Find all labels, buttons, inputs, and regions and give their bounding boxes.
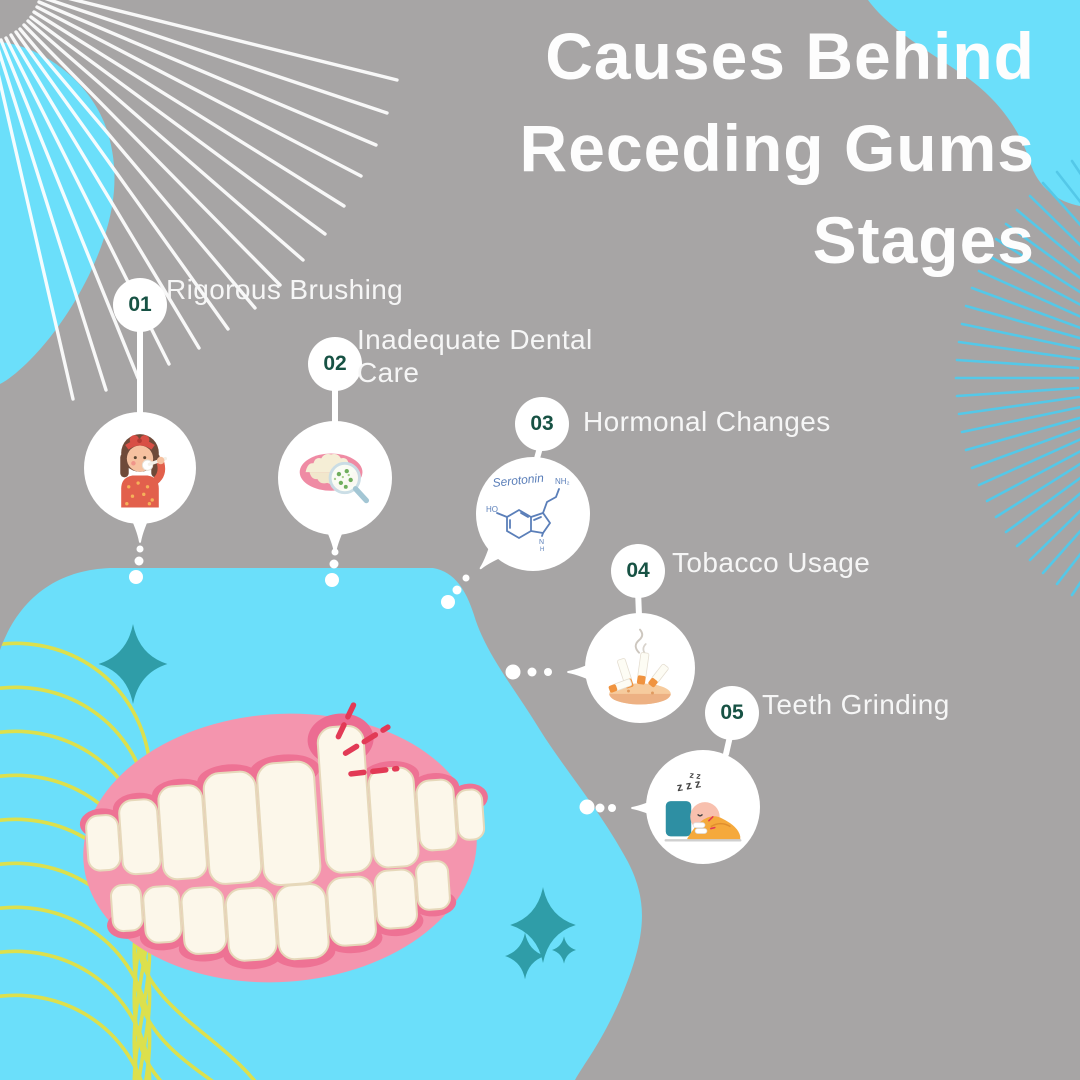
step-badge-03: 03: [515, 397, 569, 451]
title-line-2: Receding Gums: [519, 111, 1035, 185]
step-number: 01: [128, 293, 152, 316]
step-number: 03: [530, 412, 554, 435]
page-title: Causes Behind Receding Gums Stages: [520, 10, 1035, 286]
title-line-3: Stages: [812, 203, 1035, 277]
step-bubble-04: [585, 613, 695, 723]
cigarette-butts-icon: [608, 628, 671, 705]
step-bubble-03: Serotonin NH₂ HO N H: [476, 457, 590, 571]
receding-gums-mouth-illustration: [79, 695, 488, 983]
step-bubble-02: [278, 421, 392, 535]
step-label-inadequate-dental-care: Inadequate Dental Care: [357, 324, 593, 388]
step-bubble-05: z z z z z: [646, 750, 760, 864]
step-label-rigorous-brushing: Rigorous Brushing: [166, 274, 404, 305]
step-label-tobacco-usage: Tobacco Usage: [672, 547, 871, 578]
hydroxyl-group-text: HO: [486, 505, 498, 514]
step-number: 02: [323, 352, 347, 375]
step-badge-02: 02: [308, 337, 362, 391]
step-label-hormonal-changes: Hormonal Changes: [583, 406, 831, 437]
step-number: 05: [720, 701, 744, 724]
sleeping-bruxism-icon: z z z z z: [664, 770, 742, 842]
step-badge-05: 05: [705, 686, 759, 740]
zzz-text-small: z z: [689, 770, 702, 782]
step-number: 04: [626, 559, 650, 582]
right-fan-rays-icon: [954, 159, 1080, 597]
top-left-sunburst-rays-icon: [0, 0, 399, 401]
serotonin-molecule-icon: Serotonin NH₂ HO N H: [486, 471, 570, 553]
ring-nitrogen-text: N: [539, 539, 544, 546]
step-bubble-01: [84, 412, 196, 524]
top-right-blob: [868, 0, 1080, 206]
molecule-name-text: Serotonin: [492, 471, 545, 490]
receded-tooth: [316, 725, 373, 874]
amine-group-text: NH₂: [555, 477, 570, 486]
step-badge-04: 04: [611, 544, 665, 598]
title-line-1: Causes Behind: [545, 19, 1035, 93]
woman-brushing-teeth-icon: [120, 434, 168, 508]
step-label-teeth-grinding: Teeth Grinding: [762, 689, 950, 720]
ring-hydrogen-text: H: [540, 547, 544, 553]
step-badge-01: 01: [113, 278, 167, 332]
zzz-text: z z z: [676, 777, 702, 794]
teeth-plaque-magnifier-icon: [299, 453, 370, 504]
inflammation-marks-icon: [335, 695, 400, 777]
